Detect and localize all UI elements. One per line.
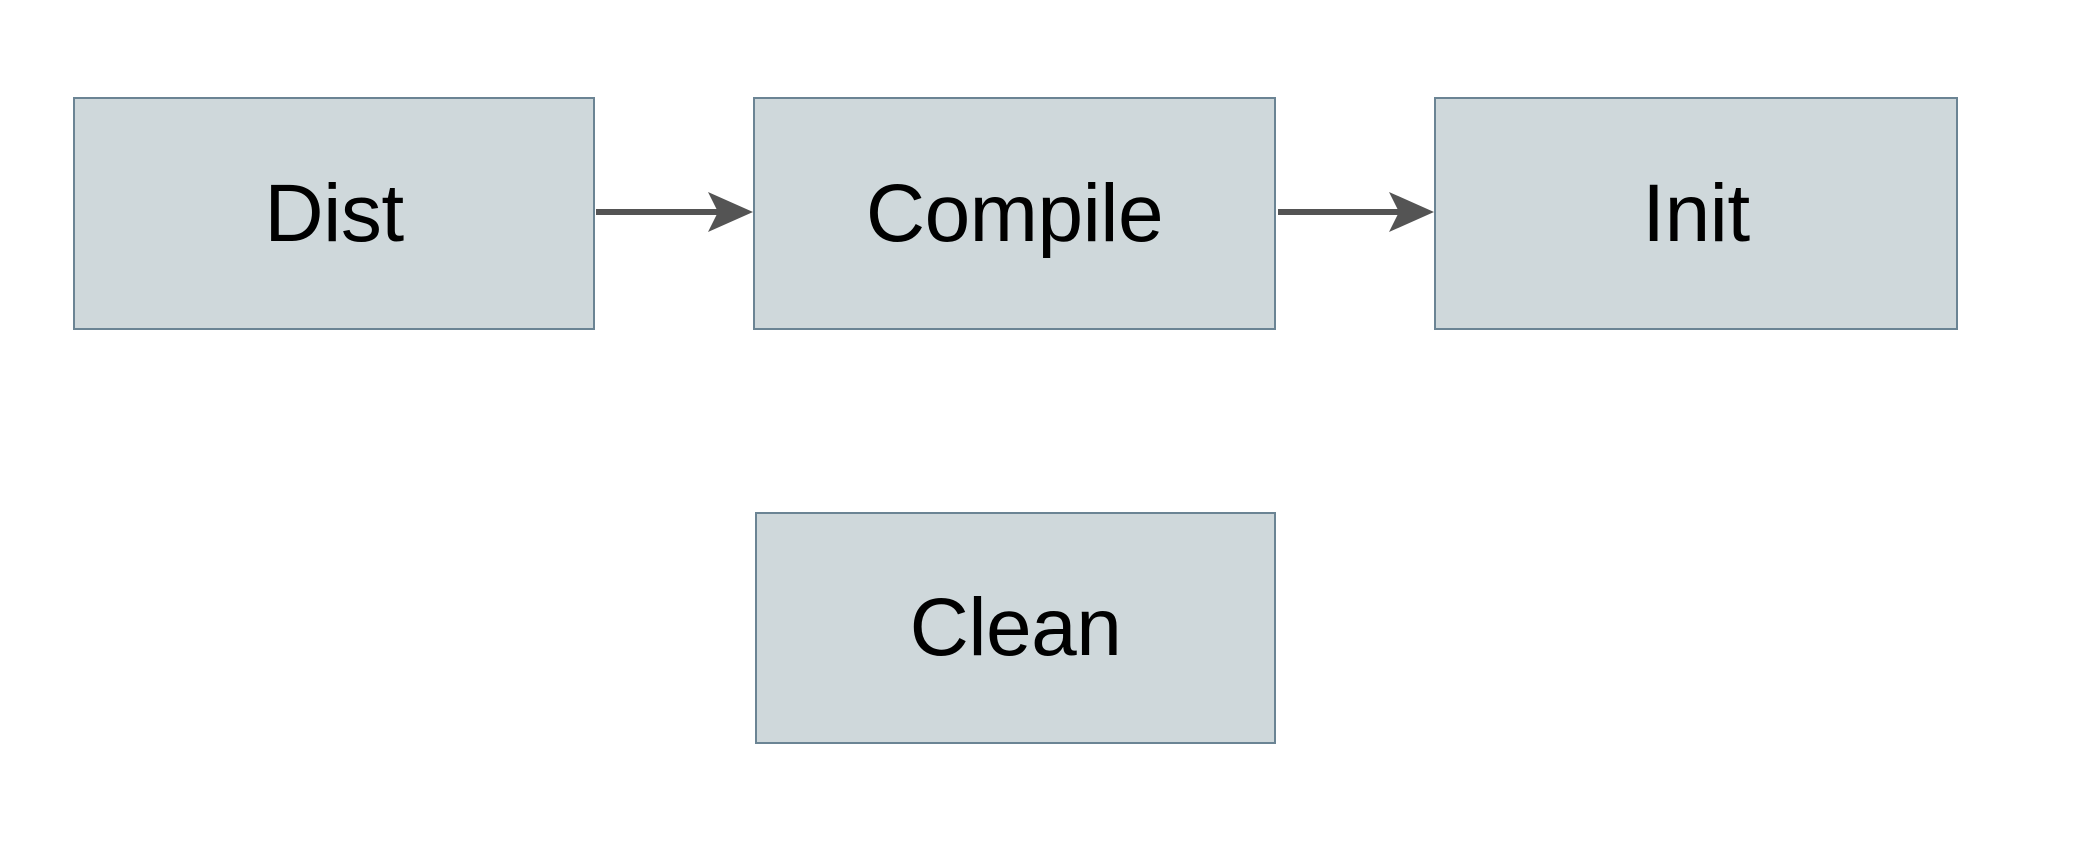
diagram-node-compile[interactable]: Compile [753, 97, 1276, 330]
node-label-compile: Compile [865, 167, 1164, 259]
arrow-right-icon [596, 192, 753, 232]
diagram-node-dist[interactable]: Dist [73, 97, 595, 330]
diagram-edge-dist-to-compile[interactable] [596, 182, 753, 242]
diagram-node-clean[interactable]: Clean [755, 512, 1276, 744]
diagram-edge-compile-to-init[interactable] [1278, 182, 1434, 242]
node-label-clean: Clean [909, 582, 1122, 673]
arrow-right-icon [1278, 192, 1434, 232]
diagram-node-init[interactable]: Init [1434, 97, 1958, 330]
node-label-init: Init [1642, 167, 1750, 259]
node-label-dist: Dist [264, 167, 404, 259]
